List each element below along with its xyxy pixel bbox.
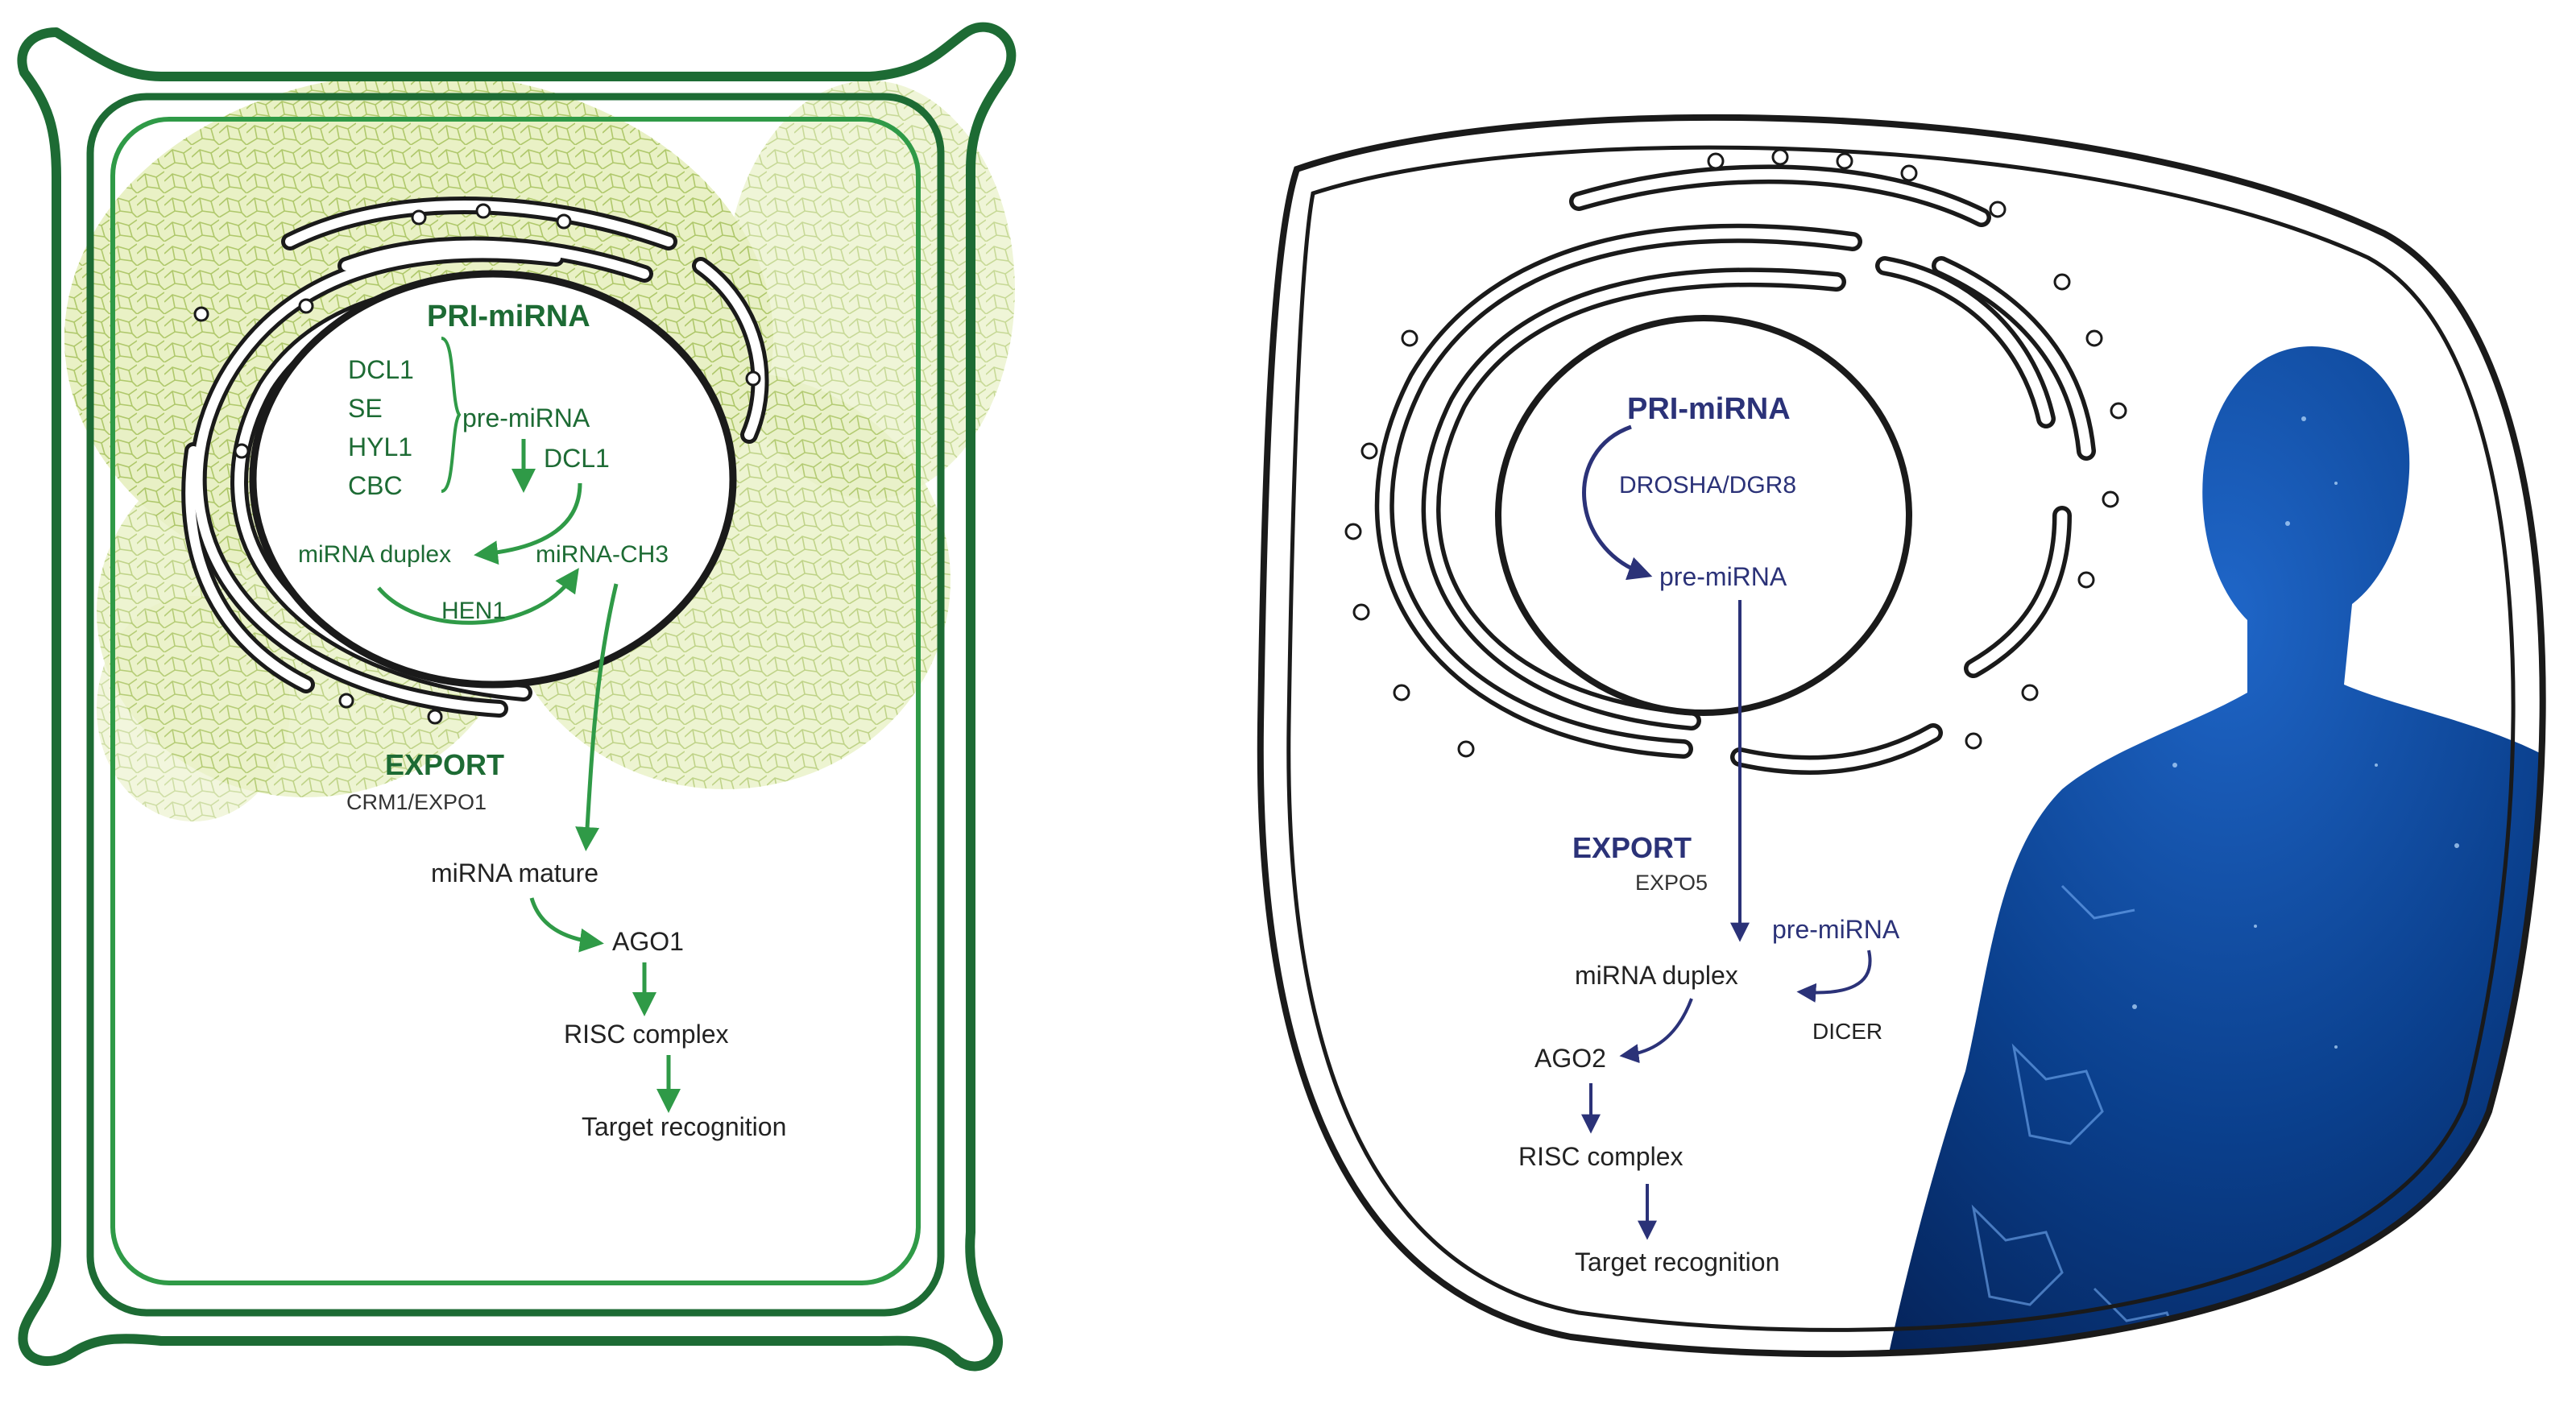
plant-dcl1: DCL1	[544, 444, 610, 473]
plant-factor-brace	[441, 337, 462, 493]
plant-mirna-mature: miRNA mature	[431, 859, 598, 888]
plant-export-title: EXPORT	[385, 748, 504, 781]
plant-pre-mirna: pre-miRNA	[462, 403, 590, 432]
plant-factor-se: SE	[348, 394, 383, 423]
animal-pre-mirna-nucleus: pre-miRNA	[1659, 562, 1787, 591]
animal-cell: PRI-miRNA DROSHA/DGR8 pre-miRNA EXPORT E…	[1257, 114, 2546, 1358]
animal-ago2: AGO2	[1534, 1044, 1606, 1073]
animal-pre-mirna-cyto: pre-miRNA	[1772, 915, 1900, 944]
plant-ribosomes	[193, 203, 761, 725]
plant-factor-dcl1: DCL1	[348, 355, 414, 384]
animal-nucleus	[1495, 315, 1912, 716]
plant-cell-wall-outer	[17, 22, 1017, 1372]
animal-cell-membrane-inner	[1286, 145, 2516, 1332]
human-silhouette-icon	[1877, 346, 2543, 1355]
plant-target-recognition: Target recognition	[582, 1112, 786, 1141]
plant-endoplasmic-reticulum-lumen	[185, 201, 765, 714]
plant-factor-hyl1: HYL1	[348, 432, 412, 461]
plant-hen1: HEN1	[441, 598, 506, 624]
plant-risc-complex: RISC complex	[564, 1020, 729, 1049]
animal-target-recognition: Target recognition	[1575, 1248, 1779, 1277]
animal-risc-complex: RISC complex	[1518, 1142, 1684, 1171]
plant-arrow-mature-to-ago	[529, 897, 604, 953]
animal-arrow-duplex-to-ago	[1619, 998, 1693, 1064]
plant-cell-membrane	[110, 117, 921, 1285]
plant-pri-mirna-title: PRI-miRNA	[427, 300, 590, 333]
plant-export-sub: CRM1/EXPO1	[346, 790, 487, 814]
plant-mirna-duplex: miRNA duplex	[298, 541, 451, 568]
animal-mirna-duplex: miRNA duplex	[1575, 961, 1738, 990]
animal-arrow-pri-to-pre	[1582, 424, 1653, 581]
plant-nucleus	[249, 270, 737, 689]
animal-export-sub: EXPO5	[1635, 871, 1708, 895]
animal-arrow-dicer	[1796, 950, 1872, 1003]
animal-export-title: EXPORT	[1572, 831, 1692, 864]
plant-ago1: AGO1	[612, 927, 684, 956]
animal-ribosomes	[1344, 148, 2127, 758]
animal-drosha: DROSHA/DGR8	[1619, 472, 1796, 499]
plant-mirna-ch3: miRNA-CH3	[536, 541, 669, 568]
plant-arrow-export	[575, 583, 619, 851]
plant-factor-cbc: CBC	[348, 471, 403, 500]
plant-arrow-dcl1-to-duplex	[474, 482, 582, 565]
animal-cell-membrane-outer	[1257, 114, 2546, 1358]
plant-cell-wall-middle	[86, 93, 945, 1317]
plant-cell: PRI-miRNA DCL1 SE HYL1 CBC pre-miRNA DCL…	[17, 22, 1017, 1372]
animal-endoplasmic-reticulum-lumen	[1379, 168, 2092, 771]
plant-arrow-hen1	[377, 568, 579, 625]
animal-pri-mirna-title: PRI-miRNA	[1627, 392, 1791, 426]
animal-dicer: DICER	[1812, 1019, 1882, 1044]
